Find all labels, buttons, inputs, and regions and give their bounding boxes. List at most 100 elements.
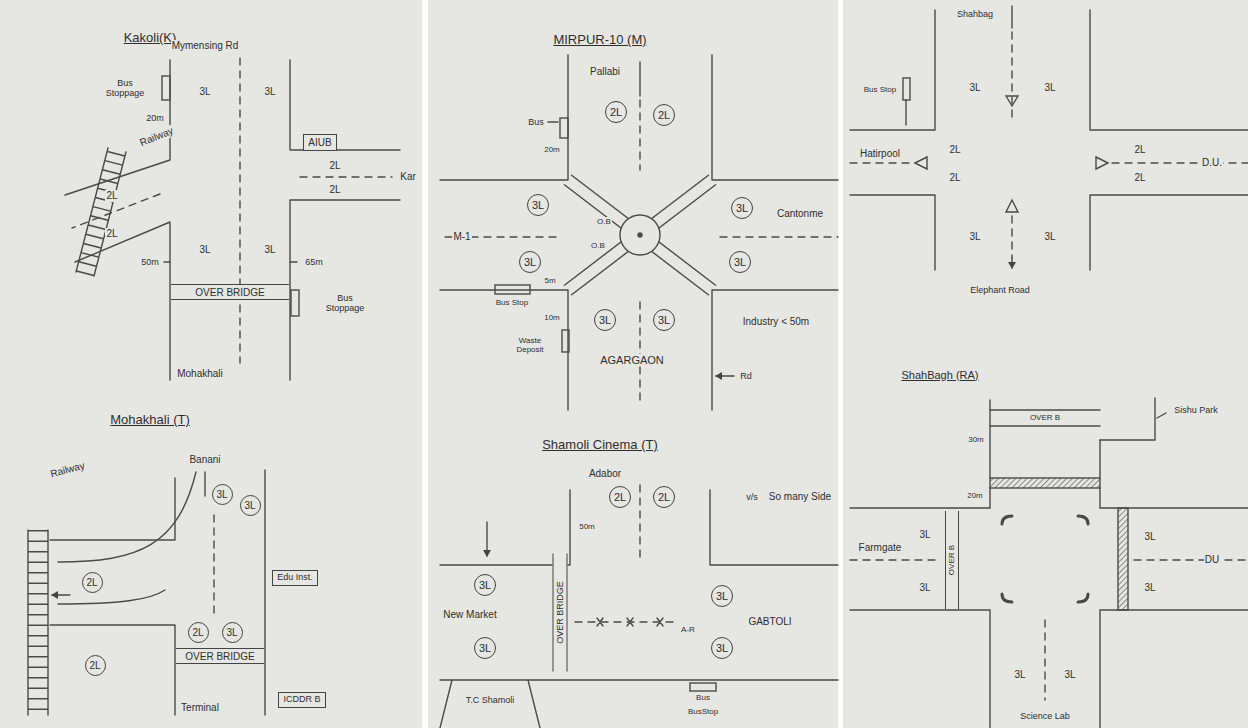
road-label: 3L bbox=[1043, 82, 1056, 94]
road-label: 20m bbox=[543, 145, 561, 154]
road-centerline bbox=[850, 32, 1248, 258]
signal-triangle bbox=[915, 96, 1108, 212]
sketch-title: Mohakhali (T) bbox=[109, 413, 190, 428]
road-label: M-1 bbox=[452, 231, 471, 243]
road-label: Science Lab bbox=[1019, 711, 1071, 721]
lane-circle: 2L bbox=[82, 572, 103, 593]
node-text: OVER BRIDGE bbox=[195, 287, 264, 298]
road-label: 2L bbox=[948, 172, 961, 184]
road-label: Bus bbox=[527, 117, 545, 127]
bus-stop-post bbox=[905, 100, 906, 125]
road-label: OVER B bbox=[1029, 413, 1061, 422]
photo-ground bbox=[0, 0, 422, 728]
lane-circle: 2L bbox=[605, 101, 627, 123]
place-box: AIUB bbox=[303, 134, 337, 151]
lane-circle: 2L bbox=[188, 622, 209, 643]
road-label: Industry < 50m bbox=[742, 316, 810, 328]
direction-arrow bbox=[1011, 6, 1012, 268]
road-centerline bbox=[575, 485, 675, 622]
road-edge bbox=[850, 400, 1248, 728]
road-sketch bbox=[28, 6, 1248, 728]
direction-arrow bbox=[548, 62, 734, 376]
road-label: 2L bbox=[105, 228, 118, 240]
road-label: Rd bbox=[739, 371, 753, 381]
divider-cross bbox=[597, 618, 663, 626]
node-text: 2L bbox=[658, 491, 670, 503]
road-label: 3L bbox=[263, 86, 276, 98]
direction-arrow bbox=[52, 472, 205, 595]
road-label: 2L bbox=[1133, 144, 1146, 156]
sketch-title: Kakoli(K) bbox=[123, 31, 178, 46]
road-centerline bbox=[72, 58, 392, 363]
road-label: Banani bbox=[188, 454, 221, 466]
node-text: 3L bbox=[734, 256, 746, 268]
node-text: 3L bbox=[532, 199, 544, 211]
road-label: 65m bbox=[304, 257, 324, 267]
railway-rail bbox=[76, 148, 126, 276]
road-label: 3L bbox=[918, 582, 931, 594]
road-label: 3L bbox=[968, 231, 981, 243]
road-edge bbox=[50, 470, 265, 715]
road-label: Mohakhali bbox=[176, 368, 224, 380]
road-label: 2L bbox=[328, 184, 341, 196]
flyover-ramp bbox=[58, 472, 196, 604]
direction-arrow bbox=[486, 522, 487, 556]
overbridge-band: OVER BRIDGE bbox=[553, 553, 568, 671]
node-text: 3L bbox=[599, 314, 611, 326]
lane-circle: 3L bbox=[729, 251, 751, 273]
road-label: A-R bbox=[680, 625, 696, 634]
node-text: 3L bbox=[716, 642, 728, 654]
node-text: 2L bbox=[192, 627, 203, 638]
road-label: 3L bbox=[1013, 669, 1026, 681]
roundabout bbox=[620, 215, 660, 255]
sketch-title: Shamoli Cinema (T) bbox=[541, 438, 659, 453]
road-label: Terminal bbox=[180, 702, 220, 714]
node-text: 3L bbox=[216, 489, 227, 500]
road-label: Sishu Park bbox=[1173, 405, 1219, 415]
overbridge-band: OVER BRIDGE bbox=[171, 284, 289, 300]
lane-circle: 3L bbox=[711, 637, 733, 659]
lane-circle: 3L bbox=[527, 194, 549, 216]
road-label: 5m bbox=[543, 276, 556, 285]
node-text: 2L bbox=[86, 577, 97, 588]
road-label: 3L bbox=[198, 86, 211, 98]
road-label: Mymensing Rd bbox=[171, 40, 240, 52]
lane-circle: 3L bbox=[240, 495, 261, 516]
sketch-title: MIRPUR-10 (M) bbox=[552, 33, 647, 48]
roundabout-center bbox=[638, 233, 642, 237]
node-text: 3L bbox=[736, 202, 748, 214]
road-label: 3L bbox=[1043, 231, 1056, 243]
road-label: Kar bbox=[399, 171, 417, 183]
road-label: So many Side bbox=[768, 491, 832, 503]
road-label: DU bbox=[1204, 554, 1220, 566]
node-text: 3L bbox=[716, 590, 728, 602]
lane-circle: 3L bbox=[731, 197, 753, 219]
road-label: Hatirpool bbox=[859, 148, 901, 160]
road-centerline bbox=[213, 515, 214, 615]
road-label: v/s bbox=[745, 492, 759, 502]
railway-sleeper bbox=[85, 150, 117, 274]
lane-circle: 2L bbox=[653, 486, 675, 508]
node-text: Edu Inst. bbox=[277, 573, 313, 583]
sketch-title: ShahBagh (RA) bbox=[900, 369, 979, 382]
road-label: 20m bbox=[966, 491, 984, 500]
bus-stop-mark bbox=[495, 285, 530, 294]
road-label: D.U. bbox=[1201, 157, 1223, 169]
road-label: 30m bbox=[967, 435, 985, 444]
road-label: BusStop bbox=[687, 707, 719, 716]
road-label: New Market bbox=[442, 609, 497, 621]
node-text: 3L bbox=[226, 627, 237, 638]
lane-circle: 2L bbox=[653, 104, 675, 126]
bus-stop-mark bbox=[690, 683, 716, 691]
node-text: 3L bbox=[479, 579, 491, 591]
road-label: O.B bbox=[596, 217, 612, 226]
lane-circle: 2L bbox=[85, 655, 106, 676]
road-label: Elephant Road bbox=[969, 285, 1031, 295]
lane-circle: 2L bbox=[609, 486, 631, 508]
road-edge bbox=[65, 60, 400, 380]
road-label: Bus Stoppage bbox=[317, 293, 374, 314]
node-text: 3L bbox=[244, 500, 255, 511]
road-label: Cantonme bbox=[776, 208, 824, 220]
